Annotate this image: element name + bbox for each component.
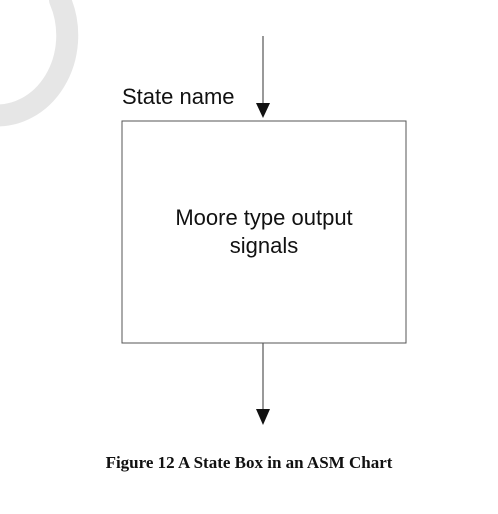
- box-text-line-1: Moore type output: [175, 205, 353, 230]
- state-box-content: Moore type output signals: [122, 204, 406, 260]
- state-name-label: State name: [122, 84, 235, 109]
- box-text-line-2: signals: [229, 233, 299, 258]
- state-box: [121, 120, 407, 344]
- decorative-arc: [0, 0, 79, 127]
- figure-caption: Figure 12 A State Box in an ASM Chart: [105, 453, 393, 472]
- incoming-arrowhead: [256, 103, 270, 118]
- outgoing-arrowhead: [256, 409, 270, 425]
